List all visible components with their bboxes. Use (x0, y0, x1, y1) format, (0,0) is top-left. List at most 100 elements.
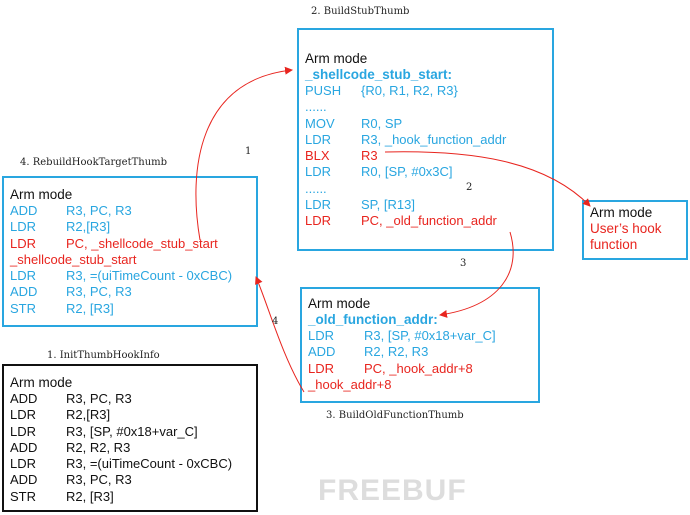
instruction-operands: R3, PC, R3 (66, 391, 132, 406)
instruction-row: LDR SP, [R13] (305, 197, 546, 213)
instruction-operands: R2, R2, R3 (66, 439, 131, 455)
instruction-opcode: LDR (10, 268, 37, 284)
instruction-operands: R3, [SP, #0x18+var_C] (66, 423, 198, 439)
instruction-row: STR R2, [R3] (10, 489, 250, 505)
instruction-operands: R3, PC, R3 (66, 203, 132, 218)
caption-rebuild-hook: 4. RebuildHookTargetThumb (20, 157, 168, 168)
instruction-opcode: LDR (10, 407, 37, 423)
instruction-operands: R0, SP (361, 115, 403, 131)
hook-function-box: Arm mode User’s hook function (582, 200, 688, 260)
instruction-row: LDR R0, [SP, #0x3C] (305, 164, 546, 180)
instruction-operands: {R0, R1, R2, R3} (361, 83, 458, 98)
instruction-row: MOV R0, SP (305, 116, 546, 132)
instruction-operands: R2, [R3] (66, 488, 114, 504)
instruction-operands: R0, [SP, #0x3C] (361, 164, 453, 180)
hook-box-line-1: User’s hook (590, 221, 662, 236)
instruction-opcode: LDR (10, 423, 37, 439)
instruction-opcode: ADD (10, 472, 38, 488)
instruction-operands: PC, _hook_addr+8 (364, 360, 473, 376)
instruction-opcode: STR (10, 488, 36, 504)
caption-build-old: 3. BuildOldFunctionThumb (326, 410, 464, 421)
instruction-opcode: MOV (305, 115, 335, 131)
old-label: _old_function_addr: (308, 312, 438, 327)
caption-build-stub: 2. BuildStubThumb (311, 6, 410, 17)
instruction-operands: R3, [SP, #0x18+var_C] (364, 328, 496, 343)
instruction-operands: R2, [R3] (66, 300, 114, 316)
instruction-row: ADD R3, PC, R3 (10, 472, 250, 488)
instruction-opcode: ADD (308, 344, 336, 360)
instruction-row: ...... (305, 181, 546, 197)
arrow-number-4: 4 (272, 316, 279, 327)
instruction-operands: R3, PC, R3 (66, 472, 132, 488)
instruction-row: ADD R3, PC, R3 (10, 203, 250, 219)
instruction-row: LDR R3, _hook_function_addr (305, 132, 546, 148)
instruction-operands: R3, =(uiTimeCount - 0xCBC) (66, 268, 233, 284)
instruction-opcode: ...... (305, 99, 327, 115)
instruction-row: ADD R3, PC, R3 (10, 391, 250, 407)
instruction-opcode: STR (10, 300, 36, 316)
init-box: Arm mode ADD R3, PC, R3 LDR R2,[R3] LDR R3, [… (2, 364, 258, 512)
hook-box-title: Arm mode (590, 205, 653, 220)
old-continuation: _hook_addr+8 (308, 376, 392, 392)
init-box-title: Arm mode (10, 375, 73, 390)
instruction-opcode: PUSH (305, 83, 342, 98)
instruction-opcode: LDR (10, 456, 37, 472)
instruction-operands: PC, _old_function_addr (361, 213, 497, 229)
rebuild-box-title: Arm mode (10, 187, 73, 202)
instruction-operands: R3 (361, 148, 378, 164)
caption-init-thumb: 1. InitThumbHookInfo (47, 350, 160, 361)
instruction-row: LDR PC, _old_function_addr (305, 213, 546, 229)
instruction-row: ...... (305, 99, 546, 115)
instruction-opcode: LDR (10, 219, 37, 235)
instruction-opcode: LDR (305, 131, 332, 147)
instruction-opcode: LDR (10, 235, 37, 251)
instruction-row: BLX R3 (305, 148, 546, 164)
instruction-opcode: LDR (305, 197, 332, 213)
instruction-row: STR R2, [R3] (10, 301, 250, 317)
instruction-operands: R2, R2, R3 (364, 344, 429, 360)
instruction-row: LDR R2,[R3] (10, 219, 250, 235)
watermark-logo: FREEBUF (318, 474, 467, 507)
instruction-row: LDR R3, [SP, #0x18+var_C] (308, 328, 532, 344)
arrow-4 (255, 276, 305, 393)
arrow-number-3: 3 (460, 258, 467, 269)
instruction-operands: PC, _shellcode_stub_start (66, 235, 218, 251)
instruction-operands: R2,[R3] (66, 407, 111, 423)
instruction-opcode: LDR (308, 328, 335, 343)
instruction-operands: R3, =(uiTimeCount - 0xCBC) (66, 456, 233, 472)
instruction-row: LDR R3, =(uiTimeCount - 0xCBC) (10, 268, 250, 284)
instruction-opcode: BLX (305, 148, 330, 164)
instruction-opcode: ADD (10, 203, 38, 218)
rebuild-continuation: _shellcode_stub_start (10, 251, 137, 267)
init-rows: ADD R3, PC, R3 LDR R2,[R3] LDR R3, [SP, #0x18… (10, 391, 250, 505)
rebuild-box: Arm mode ADD R3, PC, R3 LDR R2,[R3] LDR PC, _… (2, 176, 258, 327)
instruction-row: ADD R2, R2, R3 (10, 440, 250, 456)
instruction-operands: R2,[R3] (66, 219, 111, 235)
instruction-opcode: ADD (10, 284, 38, 300)
arrow-number-1: 1 (245, 146, 252, 157)
stub-box: Arm mode _shellcode_stub_start: PUSH {R0,… (297, 28, 554, 251)
arrow-number-2: 2 (466, 182, 473, 193)
instruction-operands: R3, PC, R3 (66, 284, 132, 300)
instruction-opcode: ADD (10, 391, 38, 406)
instruction-opcode: ADD (10, 439, 38, 455)
instruction-row: LDR PC, _shellcode_stub_start (10, 236, 250, 252)
rebuild-rows: ADD R3, PC, R3 LDR R2,[R3] LDR PC, _shellcode… (10, 203, 250, 252)
instruction-opcode: ...... (305, 180, 327, 196)
instruction-row: ADD R3, PC, R3 (10, 284, 250, 300)
instruction-row: LDR R2,[R3] (10, 407, 250, 423)
instruction-row: PUSH {R0, R1, R2, R3} (305, 83, 546, 99)
instruction-row: ADD R2, R2, R3 (308, 344, 532, 360)
stub-label: _shellcode_stub_start: (305, 67, 453, 82)
instruction-operands: SP, [R13] (361, 197, 415, 213)
instruction-row: LDR R3, =(uiTimeCount - 0xCBC) (10, 456, 250, 472)
instruction-operands: R3, _hook_function_addr (361, 131, 507, 147)
hook-box-line-2: function (590, 237, 638, 252)
stub-box-title: Arm mode (305, 51, 368, 66)
instruction-opcode: LDR (305, 213, 332, 229)
instruction-opcode: LDR (305, 164, 332, 180)
